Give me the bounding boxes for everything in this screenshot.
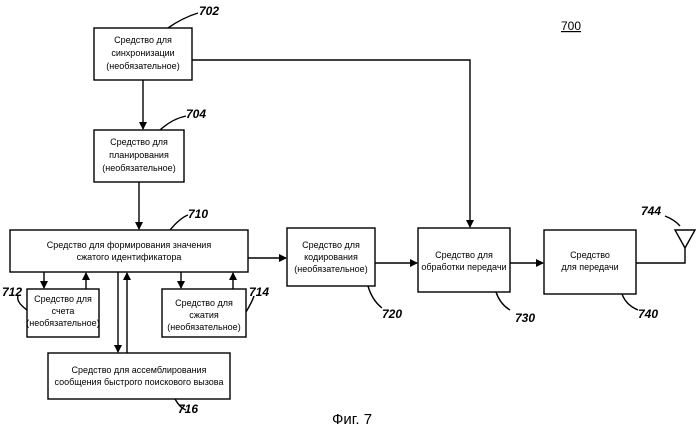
count-line-3: (необязательное) (26, 318, 99, 328)
form-line-2: сжатого идентификатора (77, 252, 182, 262)
tx-ref: 740 (638, 307, 658, 321)
arrow-sync-to-txproc (192, 60, 470, 227)
encode-line-1: Средство для (302, 240, 360, 250)
plan-ref-leader (160, 116, 186, 130)
sync-line-2: синхронизации (111, 48, 174, 58)
plan-line-1: Средство для (110, 137, 168, 147)
txproc-line-2: обработки передачи (421, 262, 506, 272)
compress-line-3: (необязательное) (167, 322, 240, 332)
tx-line-2: для передачи (561, 262, 618, 272)
antenna-ref-leader (665, 216, 680, 226)
tx-block: Средство для передачи (544, 230, 636, 294)
figure-caption: Фиг. 7 (332, 411, 372, 428)
assemble-block: Средство для ассемблирования сообщения б… (48, 353, 230, 399)
compress-line-1: Средство для (175, 298, 233, 308)
form-block: Средство для формирования значения сжато… (10, 230, 248, 272)
tx-ref-leader (622, 294, 638, 310)
compress-line-2: сжатия (189, 310, 219, 320)
txproc-block: Средство для обработки передачи (418, 228, 510, 292)
antenna-ref: 744 (641, 204, 661, 218)
sync-line-1: Средство для (114, 35, 172, 45)
form-ref-leader (170, 215, 188, 230)
count-block: Средство для счета (необязательное) (26, 289, 99, 337)
sync-ref: 702 (199, 4, 219, 18)
form-line-1: Средство для формирования значения (47, 240, 212, 250)
antenna (636, 230, 695, 263)
count-ref: 712 (2, 285, 22, 299)
sync-block: Средство для синхронизации (необязательн… (94, 28, 192, 80)
plan-block: Средство для планирования (необязательно… (94, 130, 184, 182)
assemble-line-1: Средство для ассемблирования (72, 365, 207, 375)
plan-line-2: планирования (109, 150, 169, 160)
compress-block: Средство для сжатия (необязательное) (162, 289, 246, 337)
assemble-ref: 716 (178, 402, 198, 416)
tx-line-1: Средство (570, 250, 610, 260)
assemble-line-2: сообщения быстрого поискового вызова (55, 377, 224, 387)
plan-line-3: (необязательное) (102, 163, 175, 173)
count-line-2: счета (52, 306, 75, 316)
sync-line-3: (необязательное) (106, 61, 179, 71)
plan-ref: 704 (186, 107, 206, 121)
compress-ref: 714 (249, 285, 269, 299)
txproc-line-1: Средство для (435, 250, 493, 260)
encode-line-2: кодирования (304, 252, 358, 262)
sync-ref-leader (168, 13, 198, 28)
encode-line-3: (необязательное) (294, 264, 367, 274)
form-ref: 710 (188, 207, 208, 221)
encode-block: Средство для кодирования (необязательное… (287, 228, 375, 286)
encode-ref-leader (368, 286, 382, 308)
txproc-ref-leader (496, 292, 510, 310)
txproc-ref: 730 (515, 311, 535, 325)
figure-number: 700 (561, 19, 581, 33)
count-line-1: Средство для (34, 294, 92, 304)
encode-ref: 720 (382, 307, 402, 321)
